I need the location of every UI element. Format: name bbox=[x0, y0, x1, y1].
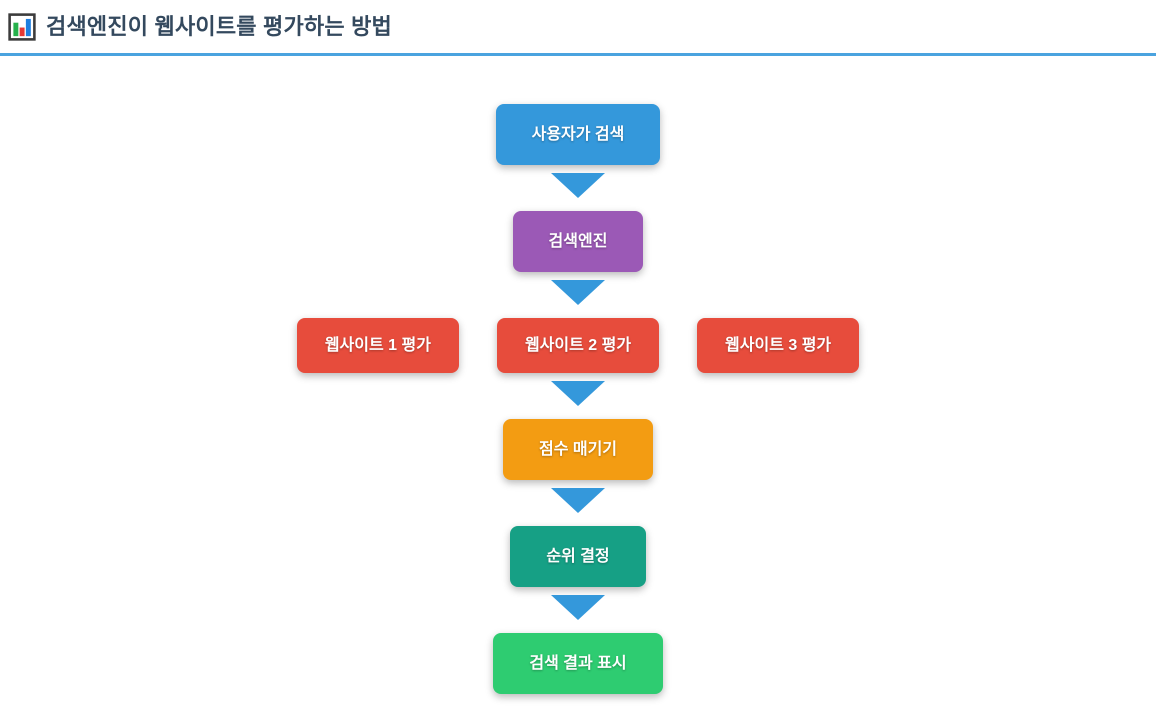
flow-node-scoring: 점수 매기기 bbox=[502, 419, 654, 480]
flow-node-ranking: 순위 결정 bbox=[510, 526, 646, 587]
flow-node-website-2-evaluation: 웹사이트 2 평가 bbox=[496, 318, 660, 373]
page-title: 검색엔진이 웹사이트를 평가하는 방법 bbox=[46, 13, 392, 39]
down-arrow-icon bbox=[551, 173, 605, 198]
website-evaluation-row: 웹사이트 1 평가 웹사이트 2 평가 웹사이트 3 평가 bbox=[296, 318, 860, 373]
flow-node-search-engine: 검색엔진 bbox=[512, 211, 644, 272]
flow-node-user-search: 사용자가 검색 bbox=[495, 104, 661, 165]
flow-node-website-3-evaluation: 웹사이트 3 평가 bbox=[697, 318, 860, 373]
down-arrow-icon bbox=[551, 595, 605, 620]
down-arrow-icon bbox=[551, 381, 605, 406]
flow-node-results-display: 검색 결과 표시 bbox=[493, 633, 663, 694]
flow-node-website-1-evaluation: 웹사이트 1 평가 bbox=[296, 318, 459, 373]
page-header: 검색엔진이 웹사이트를 평가하는 방법 bbox=[0, 0, 1156, 56]
bar-chart-icon bbox=[8, 13, 36, 41]
down-arrow-icon bbox=[551, 280, 605, 305]
flowchart: 사용자가 검색 검색엔진 웹사이트 1 평가 웹사이트 2 평가 웹사이트 3 … bbox=[0, 104, 1156, 694]
down-arrow-icon bbox=[551, 488, 605, 513]
